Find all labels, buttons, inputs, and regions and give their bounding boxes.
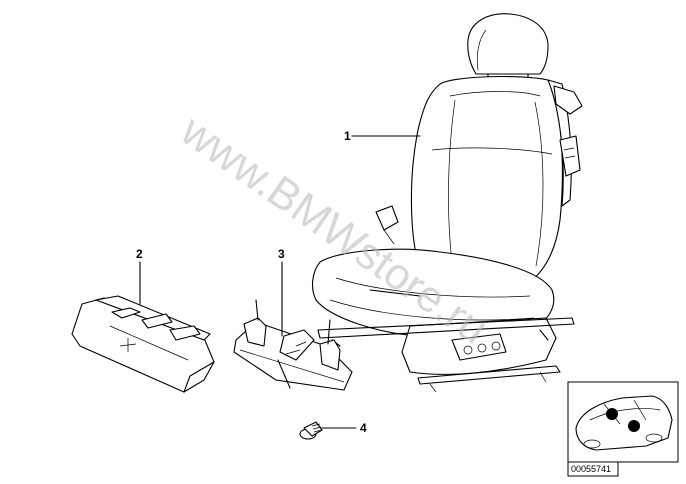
seat-location-dot-front (606, 408, 618, 420)
bolt-drawing (299, 421, 323, 440)
callout-1: 1 (344, 129, 351, 143)
inset-code: 00055741 (571, 464, 611, 474)
car-locator-inset: 00055741 (567, 381, 679, 477)
seat-drawing (311, 13, 583, 393)
leader-lines (139, 135, 421, 429)
callout-2: 2 (136, 247, 143, 261)
switch-panel-drawing (71, 295, 215, 393)
holder-bracket-drawing (233, 299, 353, 391)
seat-location-dot-rear (628, 420, 640, 432)
callout-3: 3 (278, 247, 285, 261)
callout-4: 4 (360, 421, 367, 435)
